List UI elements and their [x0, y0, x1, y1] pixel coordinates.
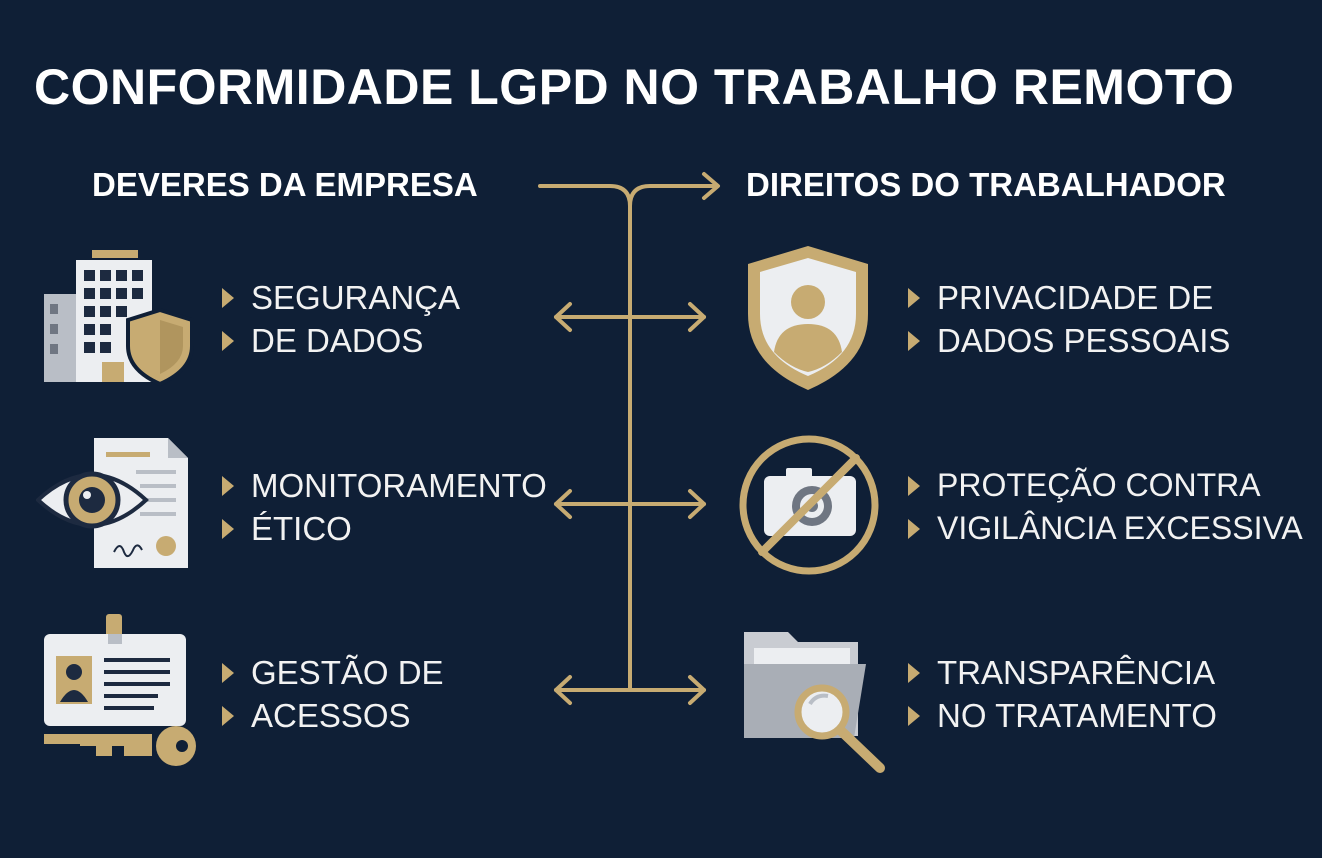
bullet-icon: [908, 705, 920, 726]
bullet-icon: [222, 518, 234, 539]
item-line: DADOS PESSOAIS: [937, 322, 1231, 359]
page-title: CONFORMIDADE LGPD NO TRABALHO REMOTO: [34, 59, 1235, 115]
item-line: GESTÃO DE: [251, 654, 444, 691]
bullet-icon: [908, 287, 920, 308]
item-line: ACESSOS: [251, 697, 411, 734]
bullet-icon: [908, 475, 920, 496]
duty-item-data-security: SEGURANÇA DE DADOS: [222, 276, 460, 362]
bullet-icon: [908, 662, 920, 683]
item-line: TRANSPARÊNCIA: [937, 654, 1216, 691]
bullet-icon: [908, 518, 920, 539]
item-line: NO TRATAMENTO: [937, 697, 1217, 734]
right-item-transparency: TRANSPARÊNCIA NO TRATAMENTO: [908, 651, 1217, 737]
item-line: PRIVACIDADE DE: [937, 279, 1214, 316]
bullet-icon: [222, 662, 234, 683]
bullet-icon: [222, 330, 234, 351]
item-line: ÉTICO: [251, 510, 352, 547]
bullet-icon: [222, 705, 234, 726]
item-line: PROTEÇÃO CONTRA: [937, 467, 1261, 503]
top-arrow-right: [628, 184, 718, 208]
building-shield-icon: [44, 250, 194, 387]
top-arrow-line: [538, 184, 632, 692]
right-item-privacy: PRIVACIDADE DE DADOS PESSOAIS: [908, 276, 1230, 362]
no-camera-icon: [739, 435, 879, 575]
item-line: MONITORAMENTO: [251, 467, 547, 504]
bullet-icon: [222, 287, 234, 308]
item-line: DE DADOS: [251, 322, 424, 359]
duties-header: DEVERES DA EMPRESA: [92, 166, 478, 203]
item-line: VIGILÂNCIA EXCESSIVA: [937, 510, 1303, 546]
rights-header: DIREITOS DO TRABALHADOR: [746, 166, 1226, 203]
id-badge-key-icon: [44, 614, 196, 766]
folder-magnifier-icon: [744, 632, 885, 773]
right-item-surveillance-protection: PROTEÇÃO CONTRA VIGILÂNCIA EXCESSIVA: [908, 464, 1303, 550]
item-line: SEGURANÇA: [251, 279, 461, 316]
person-shield-icon: [748, 246, 868, 390]
bullet-icon: [222, 475, 234, 496]
duty-item-ethical-monitoring: MONITORAMENTO ÉTICO: [222, 464, 547, 550]
eye-document-icon: [36, 438, 188, 568]
duty-item-access-management: GESTÃO DE ACESSOS: [222, 651, 444, 737]
bullet-icon: [908, 330, 920, 351]
